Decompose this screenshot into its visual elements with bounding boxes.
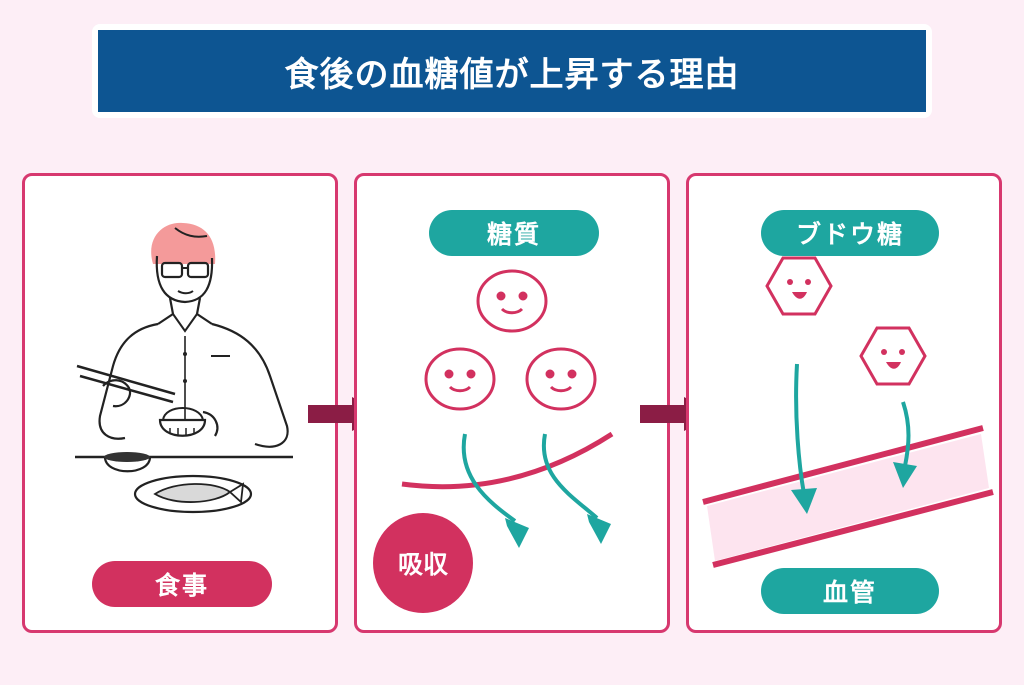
sugar-smiley-icon <box>476 269 548 333</box>
absorption-arrow-icon <box>541 433 599 520</box>
chopsticks-icon <box>76 364 176 396</box>
glasses-icon <box>160 261 184 279</box>
carbs-label: 糖質 <box>429 210 599 256</box>
man-eating-illustration <box>75 222 293 514</box>
rice-bowl-icon <box>158 418 207 437</box>
entry-arrow-icon <box>901 401 911 467</box>
panel-glucose: ブドウ糖 血管 <box>686 173 1002 633</box>
blood-vessel-wall <box>702 425 984 505</box>
glucose-label: ブドウ糖 <box>761 210 939 256</box>
blood-vessel-label: 血管 <box>761 568 939 614</box>
title-frame: 食後の血糖値が上昇する理由 <box>92 24 932 118</box>
soup-bowl-icon <box>103 456 152 473</box>
glucose-hexagon-icon <box>765 256 833 316</box>
plate-icon <box>133 474 253 514</box>
page-title: 食後の血糖値が上昇する理由 <box>98 30 926 112</box>
intestine-wall-line <box>401 431 614 490</box>
panel-meal: 食事 <box>22 173 338 633</box>
entry-arrow-icon <box>794 363 806 495</box>
panel-carbs: 糖質 吸収 <box>354 173 670 633</box>
absorption-arrow-icon <box>461 433 517 523</box>
absorb-badge: 吸収 <box>373 513 473 613</box>
sugar-smiley-icon <box>424 347 496 411</box>
sugar-smiley-icon <box>525 347 597 411</box>
hair-shape <box>151 222 216 264</box>
meal-label: 食事 <box>92 561 272 607</box>
fish-icon <box>153 483 232 503</box>
glucose-hexagon-icon <box>859 326 927 386</box>
blood-vessel-fill <box>707 434 989 561</box>
